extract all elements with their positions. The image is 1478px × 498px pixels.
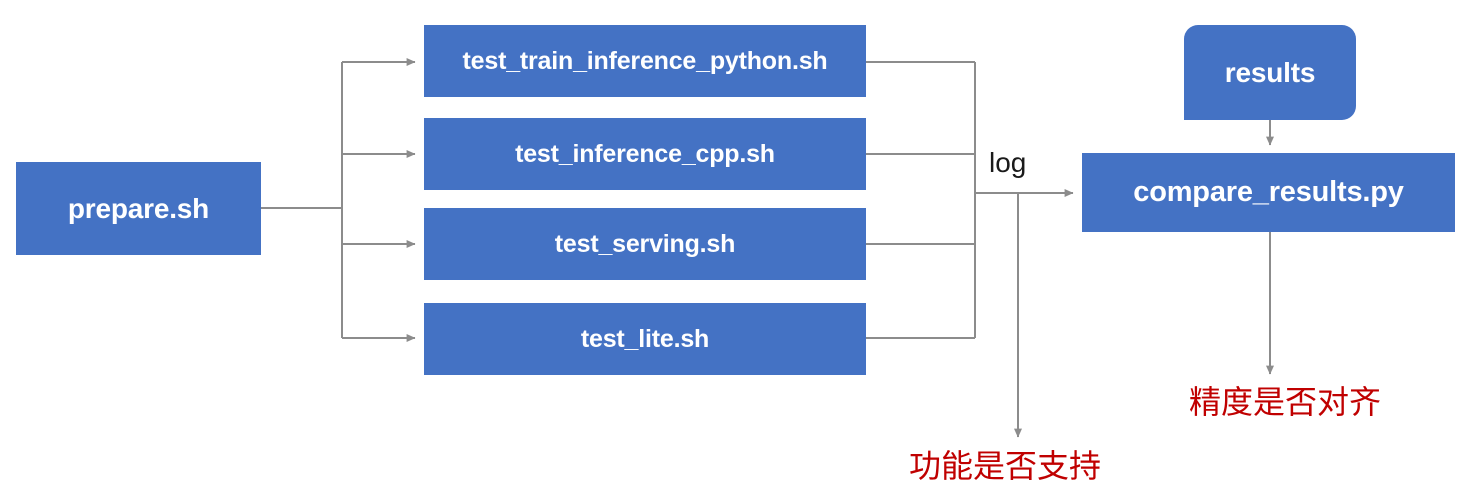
edge-label-log: log [989, 147, 1027, 178]
node-prepare-sh[interactable]: prepare.sh [16, 162, 261, 255]
node-test-lite-sh[interactable]: test_lite.sh [424, 303, 866, 375]
node-test-train-inference-python-sh[interactable]: test_train_inference_python.sh [424, 25, 866, 97]
annotation-function-supported: 功能是否支持 [909, 447, 1102, 485]
node-compare-results-py[interactable]: compare_results.py [1082, 153, 1455, 232]
node-results[interactable]: results [1184, 25, 1356, 120]
annotation-accuracy-aligned: 精度是否对齐 [1189, 383, 1382, 421]
node-test-inference-cpp-sh[interactable]: test_inference_cpp.sh [424, 118, 866, 190]
node-test-serving-sh[interactable]: test_serving.sh [424, 208, 866, 280]
